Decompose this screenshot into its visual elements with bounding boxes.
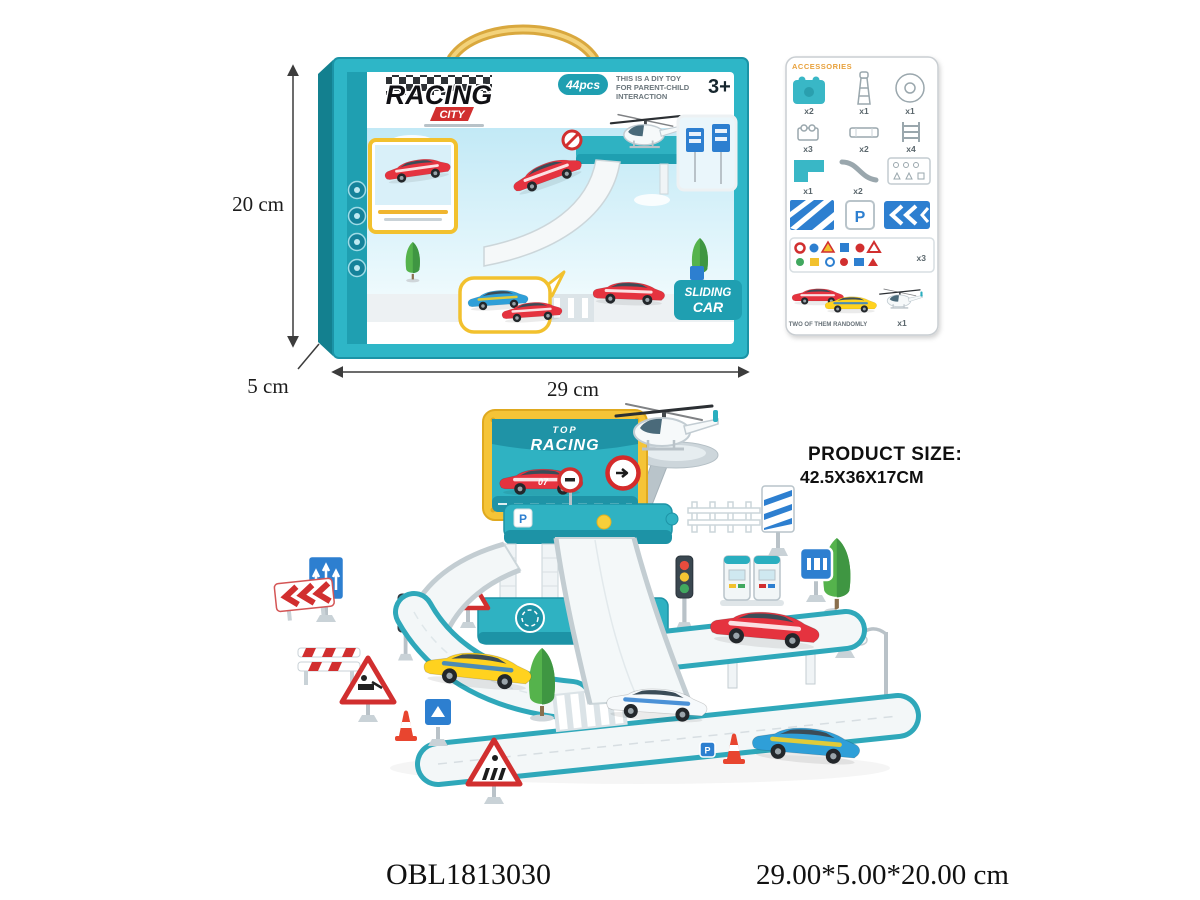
pieces-bubble bbox=[558, 74, 608, 95]
product-size-callout: PRODUCT SIZE: 42.5X36X17CM bbox=[800, 444, 962, 487]
box-handle bbox=[447, 24, 599, 63]
svg-text:P: P bbox=[855, 209, 866, 226]
accessory-helipad-disc: x1 bbox=[895, 73, 925, 116]
blue-square-sign bbox=[423, 697, 453, 746]
box-inset-right bbox=[676, 114, 738, 192]
svg-text:x1: x1 bbox=[803, 186, 813, 196]
svg-text:x2: x2 bbox=[853, 186, 863, 196]
accessory-tower: x1 bbox=[857, 71, 871, 116]
playset: TOP RACING 07 bbox=[273, 402, 921, 804]
svg-text:x3: x3 bbox=[803, 144, 813, 154]
box-brand-subtitle: CITY bbox=[439, 109, 466, 121]
accessory-sticker-sheet: x3 bbox=[789, 237, 935, 273]
billboard-bottom-text: RACING bbox=[530, 437, 599, 454]
blue-speed-sign bbox=[798, 546, 834, 602]
width-label: 29 cm bbox=[547, 377, 599, 401]
svg-text:P: P bbox=[704, 746, 710, 756]
accessories-panel: ACCESSORIES x2 x1 x1 x3 x2 bbox=[785, 56, 939, 336]
svg-text:FOR PARENT-CHILD: FOR PARENT-CHILD bbox=[616, 83, 690, 92]
footer-size-text: 29.00*5.00*20.00 cm bbox=[756, 859, 1009, 891]
depth-label: 5 cm bbox=[247, 374, 288, 398]
accessory-parking-sticker: P bbox=[845, 200, 875, 230]
main-slide bbox=[553, 537, 691, 706]
accessory-connector: x3 bbox=[797, 124, 819, 154]
accessories-title: ACCESSORIES bbox=[792, 62, 852, 71]
traffic-cone bbox=[395, 710, 417, 741]
barrier-fence bbox=[297, 647, 361, 685]
svg-text:P: P bbox=[519, 512, 527, 526]
crosswalk-sign bbox=[465, 737, 523, 804]
billboard-car-number: 07 bbox=[538, 477, 549, 487]
svg-text:x1: x1 bbox=[905, 106, 915, 116]
box-note: THIS IS A DIY TOY FOR PARENT-CHILD INTER… bbox=[616, 74, 690, 101]
accessory-ladder: x4 bbox=[902, 122, 920, 154]
accessory-flat-plate: x2 bbox=[849, 127, 879, 154]
svg-text:x2: x2 bbox=[859, 144, 869, 154]
traffic-light bbox=[675, 555, 694, 631]
height-label: 20 cm bbox=[232, 192, 284, 216]
worker-warning-sign bbox=[339, 655, 397, 722]
box-side-panel bbox=[318, 60, 333, 356]
white-fence bbox=[687, 501, 761, 533]
bottom-road bbox=[415, 686, 921, 787]
dimension-annotations: 20 cm 29 cm 5 cm bbox=[232, 64, 750, 401]
checkered-flag bbox=[386, 75, 492, 95]
svg-text:CAR: CAR bbox=[693, 299, 724, 315]
svg-text:SLIDING: SLIDING bbox=[685, 287, 732, 299]
box-inset-left bbox=[368, 138, 458, 234]
accessory-slide-ramp: x2 bbox=[839, 159, 879, 196]
box-brand-title: RACING bbox=[386, 80, 493, 110]
footer: OBL1813030 29.00*5.00*20.00 cm bbox=[386, 858, 1009, 891]
accessory-striped-sheet bbox=[790, 200, 834, 230]
accessory-base-plate: x2 bbox=[793, 76, 825, 116]
parking-sign bbox=[513, 508, 533, 528]
svg-text:THIS IS A DIY TOY: THIS IS A DIY TOY bbox=[616, 74, 681, 83]
crossing-striped-sign bbox=[761, 485, 795, 556]
accessory-corner-piece: x1 bbox=[794, 160, 824, 196]
box-photo: RACING CITY 44pcs THIS IS A DIY TOY FOR … bbox=[318, 24, 749, 359]
svg-text:x2: x2 bbox=[804, 106, 814, 116]
age-grade: 3+ bbox=[708, 76, 731, 98]
svg-text:x1: x1 bbox=[897, 318, 907, 328]
billboard-top-text: TOP bbox=[552, 425, 577, 436]
svg-text:x4: x4 bbox=[906, 144, 916, 154]
accessory-signs-sprue bbox=[887, 157, 931, 185]
gas-pumps bbox=[720, 555, 784, 606]
product-size-title: PRODUCT SIZE: bbox=[808, 444, 962, 465]
box-cars-bubble bbox=[458, 270, 566, 334]
svg-text:x1: x1 bbox=[859, 106, 869, 116]
box-badge-icons bbox=[347, 180, 367, 278]
chevron-board bbox=[273, 577, 335, 621]
depth-line bbox=[297, 343, 320, 370]
mini-parking-sign: P bbox=[699, 741, 716, 758]
accessory-chevron-sticker bbox=[884, 201, 930, 229]
footer-sku: OBL1813030 bbox=[386, 858, 551, 891]
svg-text:x3: x3 bbox=[917, 253, 927, 263]
pieces-count: 44pcs bbox=[565, 78, 600, 92]
product-size-value: 42.5X36X17CM bbox=[800, 467, 924, 487]
sliding-car-badge: SLIDING CAR bbox=[674, 280, 742, 320]
accessories-random-note: TWO OF THEM RANDOMLY bbox=[789, 322, 867, 328]
box-scene-slide bbox=[483, 159, 621, 267]
svg-text:INTERACTION: INTERACTION bbox=[616, 92, 667, 101]
